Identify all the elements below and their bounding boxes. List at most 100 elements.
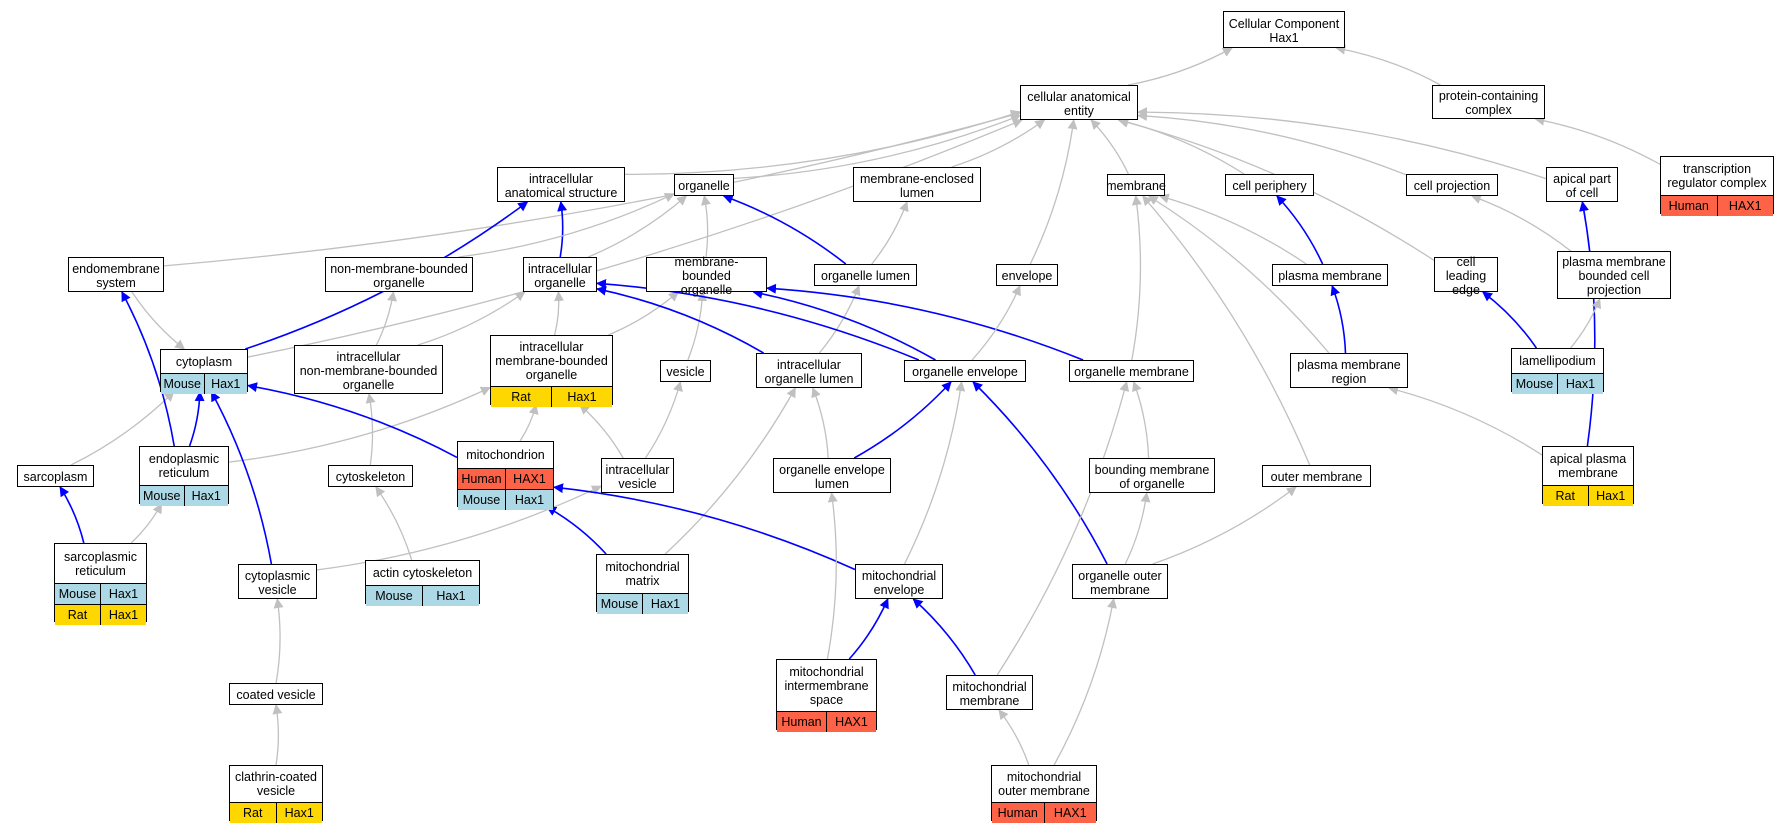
node-ves[interactable]: vesicle	[660, 360, 711, 382]
species-cell: Mouse	[458, 490, 505, 510]
gene-cell: HAX1	[826, 712, 876, 732]
node-cov[interactable]: coated vesicle	[229, 683, 323, 705]
node-outm[interactable]: outer membrane	[1262, 465, 1371, 487]
node-mem[interactable]: membrane	[1106, 174, 1166, 196]
node-cper[interactable]: cell periphery	[1225, 174, 1314, 196]
edge-olum-to-org	[722, 194, 847, 265]
species-cell: Human	[992, 803, 1044, 823]
node-pm[interactable]: plasma membrane	[1272, 264, 1388, 286]
node-org[interactable]: organelle	[674, 174, 734, 196]
node-label: organelle envelope	[912, 365, 1018, 379]
node-om[interactable]: organelle membrane	[1069, 360, 1194, 382]
edge-env-to-cae	[1029, 119, 1078, 265]
edge-mis-to-menv	[848, 598, 889, 660]
edge-cproj-to-cae	[1137, 111, 1407, 176]
edge-oe-to-mbo	[752, 288, 936, 361]
edge-sr-to-er	[130, 503, 163, 544]
node-label: organelle membrane	[1074, 365, 1189, 379]
species-cell: Human	[1661, 196, 1717, 216]
edge-mito-to-imbo	[519, 404, 539, 442]
edge-imbo-to-io	[553, 291, 565, 336]
edge-bmo-to-om	[1132, 381, 1150, 459]
node-csk[interactable]: cytoskeleton	[328, 465, 413, 487]
edge-om-to-mem	[1131, 195, 1142, 361]
node-sarc[interactable]: sarcoplasm	[17, 465, 94, 487]
edge-menv-to-mito	[553, 483, 856, 571]
edge-ems-to-cae	[163, 110, 1021, 267]
edge-apc-to-cae	[1137, 107, 1547, 180]
node-env[interactable]: envelope	[996, 264, 1058, 286]
node-label: lamellipodium	[1519, 354, 1596, 368]
edge-sarc-to-cyto	[70, 391, 175, 466]
edge-io-to-ias	[557, 201, 568, 258]
node-label: envelope	[1001, 269, 1053, 283]
edge-mis-to-oel	[826, 492, 838, 660]
gene-cell: Hax1	[551, 387, 612, 407]
node-label: mitochondrion	[466, 448, 545, 462]
node-oe[interactable]: organelle envelope	[904, 360, 1026, 382]
gene-cell: HAX1	[505, 469, 553, 489]
edge-iv-to-ves	[644, 381, 683, 459]
edge-io-to-org	[587, 195, 688, 258]
edge-oom-to-outm	[1152, 486, 1297, 565]
node-cproj[interactable]: cell projection	[1406, 174, 1498, 196]
node-olum[interactable]: organelle lumen	[814, 264, 917, 286]
edge-mmat-to-iol	[664, 387, 796, 555]
